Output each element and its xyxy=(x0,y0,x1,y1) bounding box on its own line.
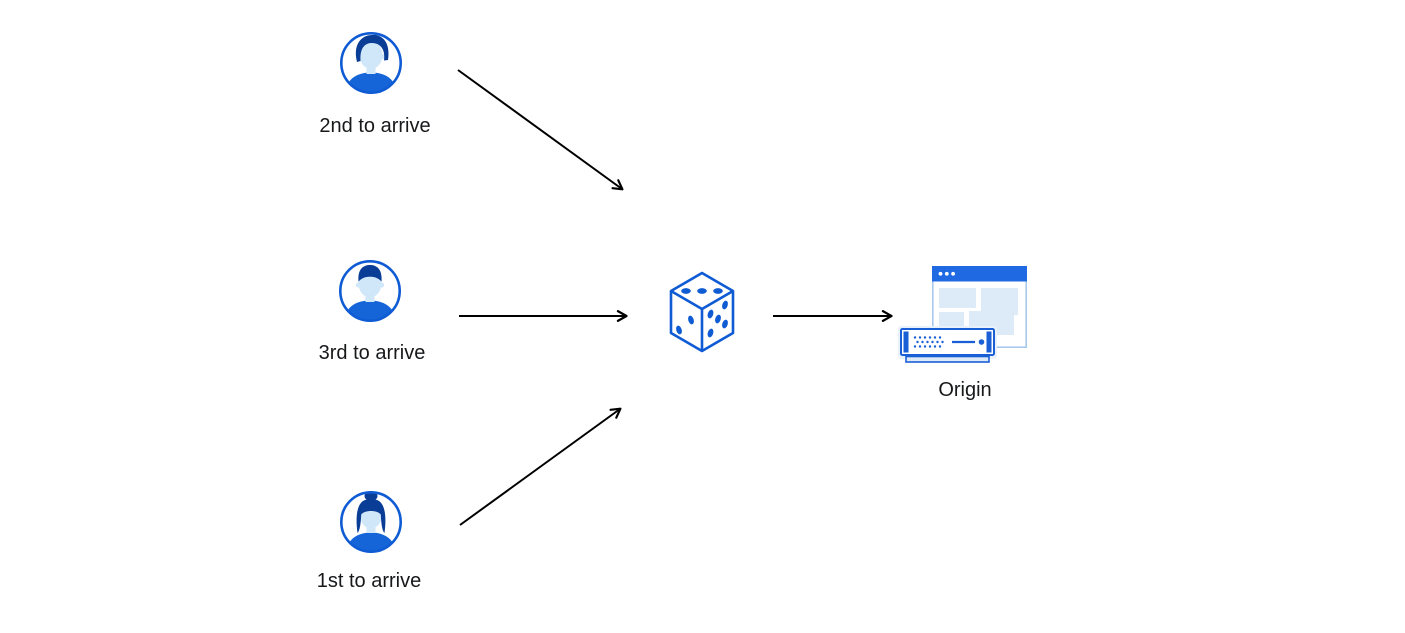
client-label-2nd: 2nd to arrive xyxy=(319,115,431,137)
user-avatar-man-swept-hair-icon xyxy=(339,31,403,95)
arrow-client1-to-dice xyxy=(459,407,622,526)
client-node-3rd xyxy=(337,258,403,324)
user-avatar-woman-bun-icon xyxy=(339,490,403,554)
origin-label: Origin xyxy=(938,379,992,401)
origin-node xyxy=(898,264,1028,366)
arrow-client2-to-dice xyxy=(457,69,624,191)
server-icon xyxy=(898,326,997,363)
client-node-2nd xyxy=(338,30,404,96)
user-avatar-man-short-hair-icon xyxy=(338,259,402,323)
client-node-1st xyxy=(338,489,404,555)
client-label-3rd: 3rd to arrive xyxy=(318,342,426,364)
origin-browser-and-server-icon xyxy=(898,265,1028,363)
dice-node xyxy=(667,270,737,354)
client-label-1st: 1st to arrive xyxy=(316,570,422,592)
dice-icon xyxy=(669,271,735,353)
